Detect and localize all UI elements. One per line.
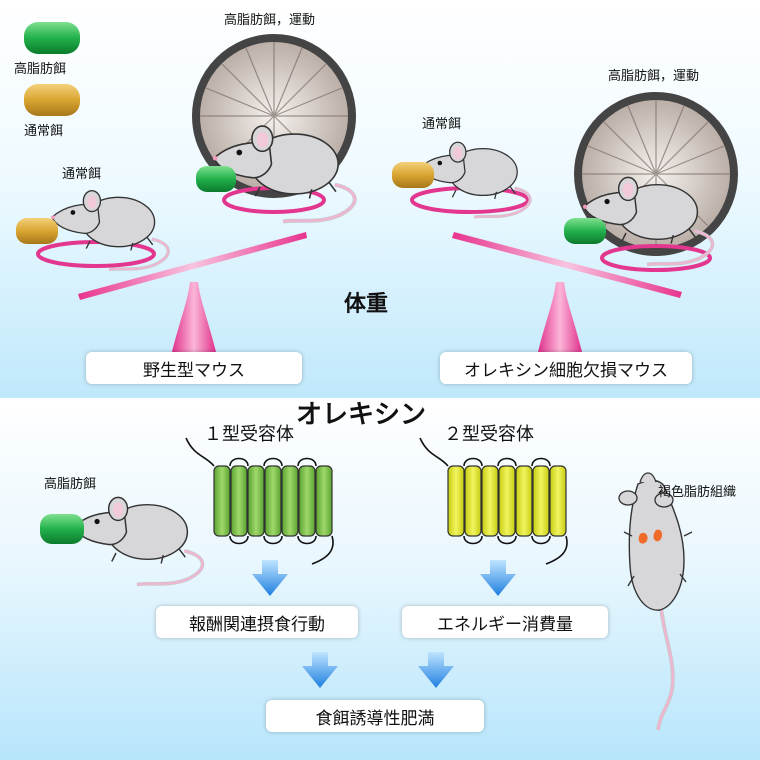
- left-wheel-food-label: 高脂肪餌，運動: [224, 13, 316, 28]
- receptor2-label: ２型受容体: [444, 424, 534, 445]
- orexin-title: オレキシン: [296, 400, 427, 430]
- wildtype-label: 野生型マウス: [143, 360, 245, 381]
- right-seesaw-beam: [452, 232, 682, 298]
- right-normal-food-label: 通常餌: [422, 117, 462, 132]
- left-normal-base: [36, 240, 156, 268]
- high-fat-food-pill: [40, 514, 84, 544]
- receptor2: [419, 437, 568, 565]
- arrow-receptor2-down: [480, 560, 516, 596]
- high-fat-mouse: [71, 495, 205, 587]
- energy-expenditure-box: エネルギー消費量: [402, 606, 608, 638]
- legend-normal-label: 通常餌: [24, 124, 64, 139]
- legend-high-fat-label: 高脂肪餌: [14, 62, 67, 77]
- left-normal-food-label: 通常餌: [62, 167, 102, 182]
- legend-high-fat-pill: [24, 22, 80, 54]
- legend-normal-pill: [24, 84, 80, 116]
- right-wheel-food-label: 高脂肪餌，運動: [608, 69, 700, 84]
- right-running-wheel: [574, 92, 738, 272]
- left-seesaw-pivot: [172, 282, 216, 352]
- left-normal-food-pill: [16, 218, 58, 244]
- top-view-mouse: [618, 472, 693, 731]
- knockout-label: オレキシン細胞欠損マウス: [464, 360, 668, 381]
- knockout-label-box: オレキシン細胞欠損マウス: [440, 352, 692, 384]
- receptor1-label: １型受容体: [204, 424, 294, 445]
- right-wheel-food-pill: [564, 218, 606, 244]
- energy-expenditure-label: エネルギー消費量: [437, 614, 573, 635]
- receptor1: [185, 437, 334, 565]
- brown-adipose-label: 褐色脂肪組織: [658, 485, 737, 500]
- body-weight-label: 体重: [344, 292, 389, 317]
- left-wheel-food-pill: [196, 166, 236, 192]
- arrow-reward-down: [302, 652, 338, 688]
- high-fat-diet-label: 高脂肪餌: [44, 477, 97, 492]
- reward-feeding-label: 報酬関連摂食行動: [189, 614, 325, 635]
- right-normal-food-pill: [392, 162, 434, 188]
- right-normal-mouse: [417, 140, 532, 219]
- wildtype-label-box: 野生型マウス: [86, 352, 302, 384]
- diet-induced-obesity-box: 食餌誘導性肥満: [266, 700, 484, 732]
- left-seesaw-beam: [78, 232, 307, 300]
- arrow-receptor1-down: [252, 560, 288, 596]
- diet-induced-obesity-label: 食餌誘導性肥満: [315, 708, 435, 729]
- reward-feeding-box: 報酬関連摂食行動: [156, 606, 358, 638]
- arrow-energy-down: [418, 652, 454, 688]
- right-seesaw-pivot: [538, 282, 582, 352]
